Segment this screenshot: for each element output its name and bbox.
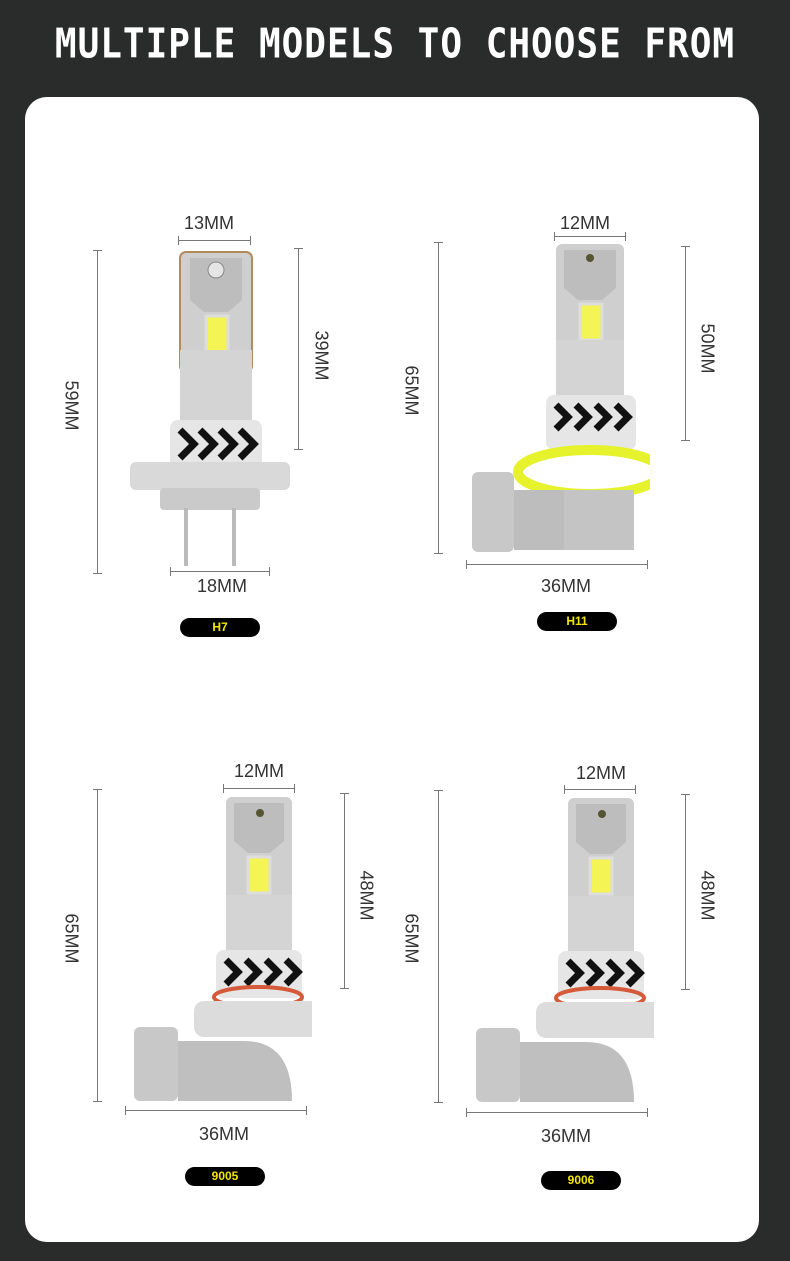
top-width-label: 12MM <box>234 761 285 781</box>
bottom-width-label: 36MM <box>541 1126 592 1146</box>
total-height-line <box>93 789 102 1102</box>
top-width-label: 12MM <box>560 213 611 233</box>
total-height-line <box>434 242 443 554</box>
total-height-line <box>434 790 443 1103</box>
top-width-label: 13MM <box>184 213 235 233</box>
top-width-line <box>564 785 636 794</box>
head-height-line <box>681 794 690 990</box>
bottom-width-line <box>466 1108 648 1117</box>
9006-bulb-image <box>476 798 654 1102</box>
head-height-line <box>340 793 349 989</box>
bottom-width-line <box>125 1106 307 1115</box>
total-height-label: 59MM <box>61 380 82 431</box>
bottom-width-label: 36MM <box>199 1124 250 1144</box>
h7-bulb-image <box>130 251 290 566</box>
top-width-line <box>223 784 295 793</box>
top-width-label: 12MM <box>576 763 627 783</box>
head-height-label: 48MM <box>356 870 377 921</box>
bottom-width-label: 36MM <box>541 576 592 596</box>
model-badge: 9005 <box>185 1167 265 1186</box>
model-badge: H11 <box>537 612 617 631</box>
head-height-line <box>294 248 303 450</box>
h11-bulb-image <box>472 244 650 552</box>
total-height-label: 65MM <box>61 913 82 964</box>
page-title: MULTIPLE MODELS TO CHOOSE FROM <box>54 20 736 69</box>
head-height-line <box>681 246 690 441</box>
bottom-width-line <box>466 560 648 569</box>
top-width-line <box>554 232 626 241</box>
model-badge: 9006 <box>541 1171 621 1190</box>
total-height-line <box>93 250 102 574</box>
total-height-label: 65MM <box>401 365 422 416</box>
total-height-label: 65MM <box>401 913 422 964</box>
top-width-line <box>178 236 251 245</box>
9005-bulb-image <box>134 797 312 1101</box>
head-height-label: 50MM <box>697 323 718 374</box>
bottom-width-line <box>170 567 270 576</box>
model-badge: H7 <box>180 618 260 637</box>
head-height-label: 48MM <box>697 870 718 921</box>
head-height-label: 39MM <box>311 330 332 381</box>
bottom-width-label: 18MM <box>197 576 248 596</box>
